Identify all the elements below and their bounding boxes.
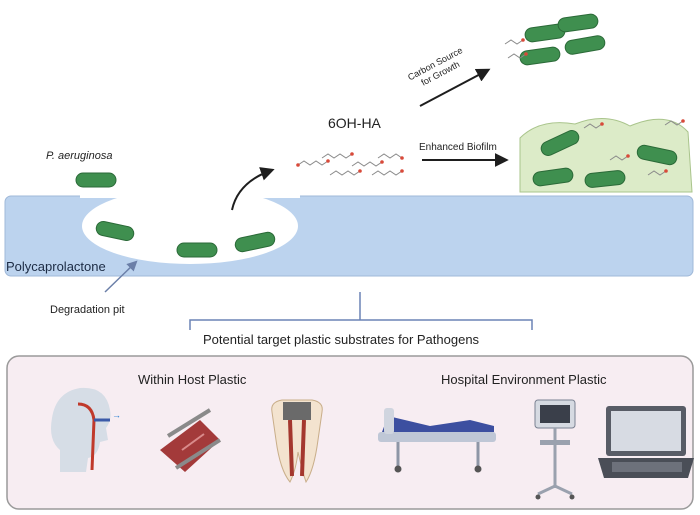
patient-monitor-icon: [534, 399, 576, 500]
pit-to-metabolite-arrow: [231, 167, 275, 211]
target-bracket: [189, 292, 533, 330]
bacterium-biofilm-2: [636, 144, 678, 166]
bacterium-growth-2: [557, 13, 599, 33]
bacterium-growth-3: [519, 46, 561, 66]
enhanced-biofilm-label: Enhanced Biofilm: [419, 142, 497, 153]
polycaprolactone-label: Polycaprolactone: [6, 259, 106, 274]
bacterium-biofilm-4: [584, 170, 626, 188]
bacterium-surface: [75, 172, 117, 188]
hospital-bed-icon: [378, 408, 496, 473]
molecules-6oh-ha: [297, 39, 684, 176]
bacterium-pit-3: [234, 231, 276, 253]
vascular-graft-icon: [160, 408, 222, 472]
carbon-source-arrow: [419, 68, 491, 107]
svg-text:→: →: [112, 410, 121, 420]
laptop-icon: [598, 406, 694, 478]
metabolite-label: 6OH-HA: [328, 115, 381, 131]
dental-implant-tooth-icon: [271, 399, 323, 484]
within-host-plastic-heading: Within Host Plastic: [138, 372, 247, 387]
degradation-pit-pointer: [104, 260, 138, 293]
target-substrates-title: Potential target plastic substrates for …: [203, 332, 480, 347]
head-airway-tube-icon: →: [51, 387, 121, 472]
target-plastics-panel: [6, 355, 694, 510]
bacterium-growth-4: [564, 35, 606, 55]
degradation-pit-label: Degradation pit: [50, 304, 125, 316]
bacterium-biofilm-3: [532, 167, 574, 187]
bacterium-pit-2: [176, 242, 218, 258]
p-aeruginosa-label: P. aeruginosa: [46, 150, 113, 162]
bacterium-pit-1: [95, 221, 135, 241]
hospital-environment-plastic-heading: Hospital Environment Plastic: [441, 372, 607, 387]
bacterium-biofilm-1: [540, 130, 580, 156]
